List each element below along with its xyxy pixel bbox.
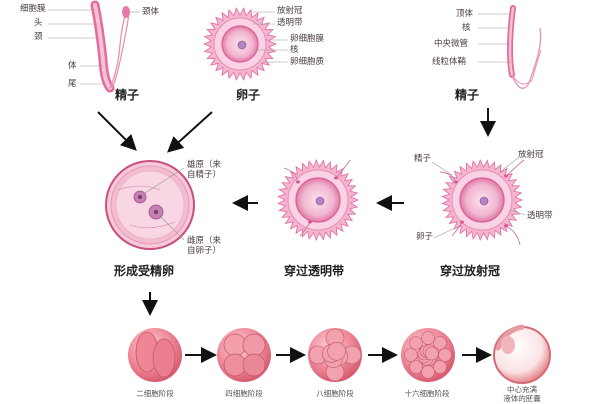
label-nucleus-right: 核 [462, 23, 471, 33]
label-egg-membrane: 卵细胞膜 [290, 34, 325, 44]
stage-blastocyst [493, 324, 551, 384]
label-head: 头 [34, 18, 43, 28]
process-arrows [97, 108, 496, 363]
label-mitochondrial-sheath: 线粒体鞘 [432, 57, 467, 67]
caption-blastocyst-line2: 液体的胚囊 [503, 394, 541, 403]
label-zona-corona: 透明带 [527, 211, 553, 221]
caption-blastocyst-line1: 中心充满 [507, 385, 537, 394]
caption-zygote: 形成受精卵 [114, 264, 175, 278]
label-cell-membrane: 细胞膜 [20, 4, 46, 14]
label-nucleus: 核 [290, 45, 299, 55]
caption-eight-cell: 八细胞阶段 [316, 389, 354, 398]
leader-lines [253, 11, 526, 239]
stage-eight-cell [308, 328, 362, 382]
label-female-pronucleus: 雌原（来 自卵子） [187, 236, 221, 256]
egg-illustration [202, 7, 278, 81]
right-sperm-illustration [478, 5, 542, 89]
caption-sixteen-cell: 十六细胞阶段 [404, 389, 450, 398]
caption-two-cell: 二细胞阶段 [136, 389, 174, 398]
label-acrosome: 顶体 [456, 9, 474, 19]
label-central-microtubule: 中央微管 [434, 39, 469, 49]
label-zona-pellucida: 透明带 [277, 18, 303, 28]
label-female-pronucleus-line1: 雌原（来 [187, 236, 222, 246]
label-neck-body: 颈体 [142, 7, 160, 17]
label-male-pronucleus: 雄原（来 自精子） [187, 160, 221, 180]
caption-four-cell: 四细胞阶段 [225, 389, 263, 398]
label-male-pronucleus-line1: 雄原（来 [187, 160, 222, 170]
label-corona-corona: 放射冠 [518, 150, 544, 160]
caption-egg: 卵子 [236, 88, 261, 102]
caption-through-corona: 穿过放射冠 [440, 264, 501, 278]
label-body: 体 [68, 61, 77, 71]
label-female-pronucleus-line2: 自卵子） [187, 246, 222, 256]
caption-through-zona: 穿过透明带 [284, 264, 345, 278]
label-corona-radiata: 放射冠 [277, 6, 303, 16]
caption-sperm-left: 精子 [115, 88, 140, 102]
label-tail: 尾 [68, 79, 77, 89]
fertilized-egg-illustration [105, 160, 195, 250]
left-sperm-illustration [48, 0, 140, 93]
label-egg-cytoplasm: 卵细胞质 [290, 57, 325, 67]
corona-penetration-illustration [439, 158, 525, 246]
caption-sperm-right: 精子 [455, 88, 480, 102]
stage-two-cell [128, 328, 182, 382]
stage-sixteen-cell [401, 328, 455, 382]
label-sperm-corona: 精子 [414, 154, 432, 164]
zona-penetration-illustration [277, 158, 360, 242]
label-male-pronucleus-line2: 自精子） [187, 170, 222, 180]
caption-blastocyst: 中心充满 液体的胚囊 [490, 385, 554, 403]
label-egg-corona: 卵子 [416, 232, 434, 242]
label-neck: 颈 [34, 32, 43, 42]
stage-four-cell [217, 328, 271, 382]
